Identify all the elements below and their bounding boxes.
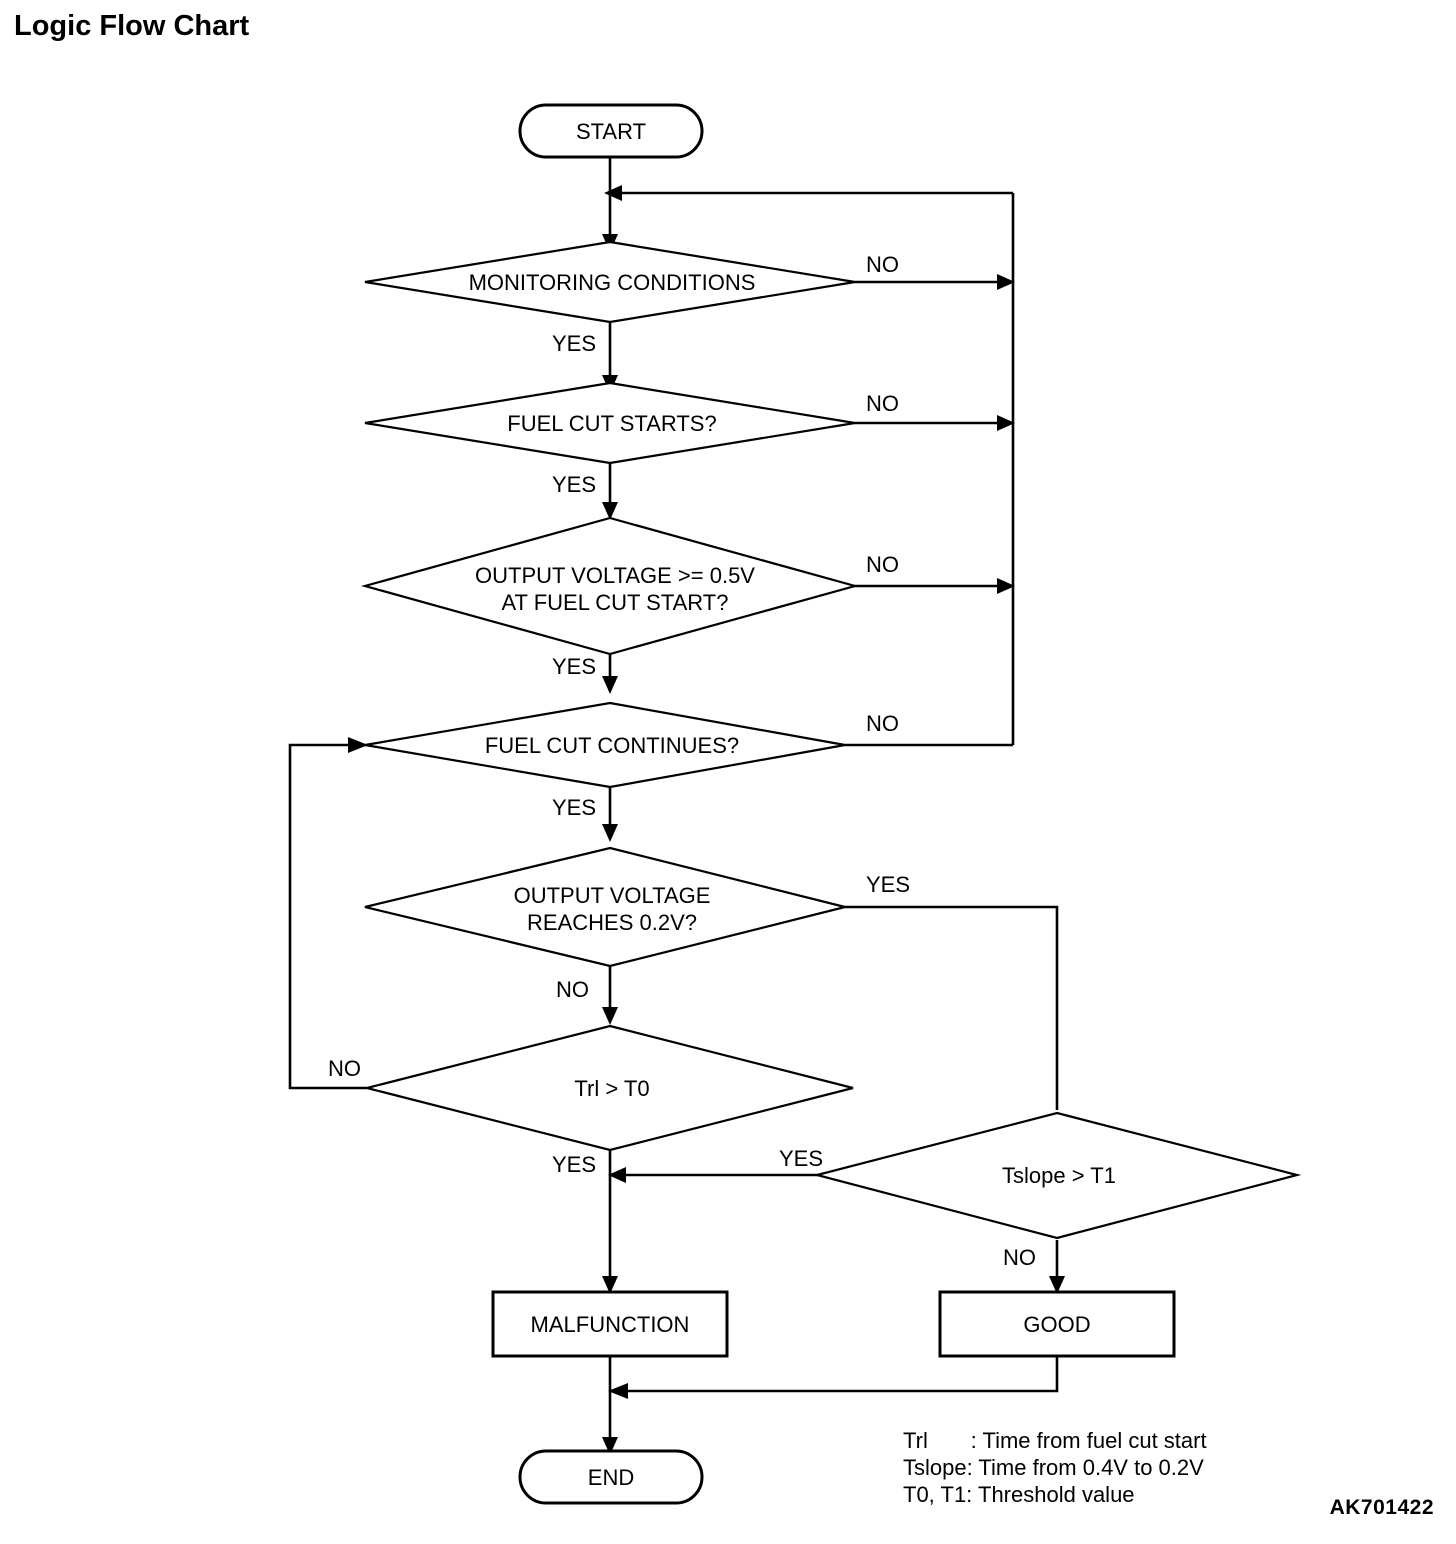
- node-fuel-cut-continues[interactable]: FUEL CUT CONTINUES?: [364, 701, 846, 789]
- malfunction-shape: [491, 1290, 729, 1358]
- trl-gt-t0-label: Trl > T0: [574, 1076, 649, 1101]
- node-output-voltage-reaches[interactable]: OUTPUT VOLTAGE REACHES 0.2V?: [364, 846, 846, 968]
- end-label: END: [588, 1465, 634, 1490]
- label-monitoring-no: NO: [866, 252, 899, 277]
- node-fuel-cut-starts[interactable]: FUEL CUT STARTS?: [364, 381, 856, 465]
- label-fuel-cut-continues-no: NO: [866, 711, 899, 736]
- arrowhead-trl-yes: [602, 1276, 618, 1294]
- reference-code: AK701422: [1329, 1496, 1434, 1519]
- node-malfunction[interactable]: MALFUNCTION: [491, 1290, 729, 1358]
- output-voltage-at-fuel-cut-start-shape: [360, 516, 860, 656]
- label-output-voltage-reaches-yes: YES: [866, 872, 910, 897]
- fuel-cut-starts-shape: [364, 381, 856, 465]
- legend: Trl : Time from fuel cut start Tslope: T…: [903, 1428, 1207, 1507]
- edge-good-to-join: [624, 1356, 1059, 1393]
- monitoring-conditions-label: MONITORING CONDITIONS: [469, 270, 756, 295]
- output-voltage-reaches-shape: [364, 846, 846, 968]
- good-label: GOOD: [1023, 1312, 1090, 1337]
- edges-layer: [288, 156, 1065, 1455]
- arrowhead-tslope-no: [1049, 1276, 1065, 1294]
- arrowhead-return-to-start: [604, 185, 622, 201]
- good-shape: [938, 1290, 1176, 1358]
- arrowhead-output-voltage-start-yes: [602, 676, 618, 694]
- label-monitoring-yes: YES: [552, 331, 596, 356]
- output-voltage-reaches-label-line1: OUTPUT VOLTAGE: [514, 883, 711, 908]
- legend-line-thresholds: T0, T1: Threshold value: [903, 1482, 1135, 1507]
- malfunction-label: MALFUNCTION: [531, 1312, 690, 1337]
- label-fuel-cut-starts-yes: YES: [552, 472, 596, 497]
- legend-line-tslope: Tslope: Time from 0.4V to 0.2V: [903, 1455, 1204, 1480]
- label-tslope-yes: YES: [779, 1146, 823, 1171]
- node-monitoring-conditions[interactable]: MONITORING CONDITIONS: [364, 240, 856, 324]
- arrowhead-malfunction-to-end: [602, 1437, 618, 1455]
- arrowhead-output-voltage-reaches-no: [602, 1007, 618, 1025]
- tslope-gt-t1-label: Tslope > T1: [1002, 1163, 1116, 1188]
- label-fuel-cut-starts-no: NO: [866, 391, 899, 416]
- label-fuel-cut-continues-yes: YES: [552, 795, 596, 820]
- legend-line-trl: Trl : Time from fuel cut start: [903, 1428, 1207, 1453]
- start-shape: [518, 103, 704, 159]
- label-tslope-no: NO: [1003, 1245, 1036, 1270]
- output-voltage-reaches-label-line2: REACHES 0.2V?: [527, 910, 697, 935]
- output-voltage-at-fuel-cut-start-label-line1: OUTPUT VOLTAGE >= 0.5V: [475, 563, 755, 588]
- arrowhead-output-voltage-start-no: [997, 578, 1015, 594]
- arrowhead-monitoring-no: [997, 274, 1015, 290]
- start-label: START: [576, 119, 646, 144]
- node-good[interactable]: GOOD: [938, 1290, 1176, 1358]
- arrowhead-good-to-join: [608, 1383, 628, 1399]
- edge-output-voltage-reaches-yes: [845, 905, 1059, 1110]
- fuel-cut-starts-label: FUEL CUT STARTS?: [507, 411, 716, 436]
- output-voltage-at-fuel-cut-start-label-line2: AT FUEL CUT START?: [502, 590, 729, 615]
- label-trl-no: NO: [328, 1056, 361, 1081]
- end-shape: [518, 1449, 704, 1505]
- monitoring-conditions-shape: [364, 240, 856, 324]
- node-end[interactable]: END: [518, 1449, 704, 1505]
- edge-labels-layer: NO YES NO YES NO YES NO YES YES NO NO YE…: [328, 252, 1036, 1270]
- node-trl-gt-t0[interactable]: Trl > T0: [366, 1024, 854, 1152]
- node-start[interactable]: START: [518, 103, 704, 159]
- fuel-cut-continues-shape: [364, 701, 846, 789]
- label-trl-yes: YES: [552, 1152, 596, 1177]
- arrowhead-trl-no-loop: [348, 737, 368, 753]
- tslope-gt-t1-shape: [812, 1111, 1302, 1240]
- arrowhead-fuel-cut-starts-no: [997, 415, 1015, 431]
- label-output-voltage-start-yes: YES: [552, 654, 596, 679]
- edge-trl-no-loop: [288, 743, 367, 1090]
- label-output-voltage-start-no: NO: [866, 552, 899, 577]
- page-title: Logic Flow Chart: [14, 10, 250, 42]
- arrowhead-tslope-yes: [608, 1167, 626, 1183]
- label-output-voltage-reaches-no: NO: [556, 977, 589, 1002]
- arrowhead-fuel-cut-starts-yes: [602, 502, 618, 520]
- node-tslope-gt-t1[interactable]: Tslope > T1: [812, 1111, 1302, 1240]
- trl-gt-t0-shape: [366, 1024, 854, 1152]
- fuel-cut-continues-label: FUEL CUT CONTINUES?: [485, 733, 739, 758]
- node-output-voltage-at-fuel-cut-start[interactable]: OUTPUT VOLTAGE >= 0.5V AT FUEL CUT START…: [360, 516, 860, 656]
- arrowhead-fuel-cut-continues-yes: [602, 824, 618, 842]
